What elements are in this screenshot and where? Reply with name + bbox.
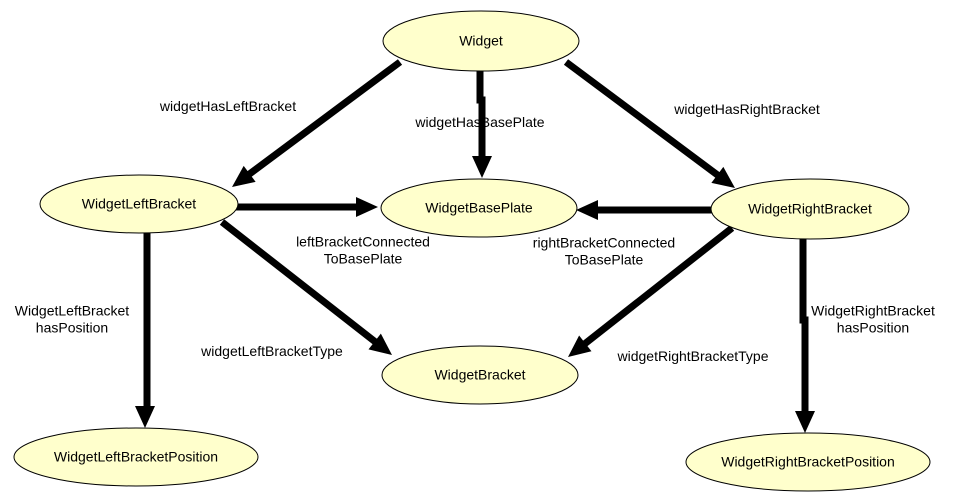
node-label: WidgetLeftBracket [82,196,196,212]
edge-label-line: rightBracketConnected [533,235,675,251]
edge-widget-right-bracket-has-position [795,239,815,433]
edge-label-line: leftBracketConnected [296,234,430,250]
edge-label-widget-has-left-bracket: widgetHasLeftBracket [159,98,296,114]
edge-label-line: hasPosition [36,320,108,336]
node-label: WidgetRightBracket [748,201,872,217]
arrowhead [711,166,735,188]
edge-line [245,59,403,178]
node-widget-left-bracket: WidgetLeftBracket [39,174,239,234]
edge-line [581,225,735,348]
edge-line [563,59,722,179]
arrowhead [568,335,592,357]
edge-label-line: widgetHasLeftBracket [159,98,296,114]
arrowhead [795,411,815,433]
edge-widget-has-base-plate [472,71,492,178]
node-ellipse [710,178,910,240]
edge-label-line: hasPosition [837,320,909,336]
edge-label-line: WidgetRightBracket [811,303,935,319]
edge-label-line: widgetHasBasePlate [414,114,544,130]
edge-label-line: WidgetLeftBracket [15,303,129,319]
edge-label-widget-has-right-bracket: widgetHasRightBracket [673,101,820,117]
node-ellipse [382,10,580,72]
node-ellipse [39,174,239,234]
edge-widget-left-bracket-type [219,219,392,355]
edge-label-widget-left-bracket-type: widgetLeftBracketType [200,343,343,359]
edge-label-line: ToBasePlate [324,251,403,267]
node-widget-bracket: WidgetBracket [381,345,579,405]
edge-widget-has-right-bracket [563,59,735,188]
edge-line [799,239,809,413]
edges-layer [135,59,815,433]
edge-right-bracket-connected-to-base-plate [576,200,712,220]
edge-line [143,233,151,412]
edge-label-widget-has-base-plate: widgetHasBasePlate [414,114,544,130]
edge-line [476,71,486,158]
node-widget: Widget [382,10,580,72]
node-ellipse [381,345,579,405]
edge-widget-left-bracket-has-position [135,233,155,428]
arrowhead [368,333,392,355]
arrowhead [472,156,492,178]
node-widget-base-plate: WidgetBasePlate [380,178,578,238]
edge-label-line: widgetHasRightBracket [673,101,820,117]
arrowhead [356,197,378,217]
node-widget-right-bracket-position: WidgetRightBracketPosition [685,432,931,492]
node-ellipse [685,432,931,492]
edge-widget-right-bracket-type [568,225,735,357]
edge-label-line: ToBasePlate [565,252,644,268]
node-widget-right-bracket: WidgetRightBracket [710,178,910,240]
node-ellipse [13,427,259,487]
edge-label-widget-right-bracket-type: widgetRightBracketType [617,348,769,364]
node-label: WidgetLeftBracketPosition [54,449,218,465]
node-widget-left-bracket-position: WidgetLeftBracketPosition [13,427,259,487]
arrowhead [232,165,256,187]
edge-label-line: widgetRightBracketType [617,348,769,364]
edge-left-bracket-connected-to-base-plate [236,197,378,217]
node-label: WidgetBasePlate [425,200,533,216]
arrowhead [576,200,598,220]
arrowhead [135,406,155,428]
node-label: WidgetBracket [434,367,525,383]
edge-label-line: widgetLeftBracketType [200,343,343,359]
node-ellipse [380,178,578,238]
node-label: Widget [459,33,503,49]
edge-line [219,219,379,346]
edge-labels-layer: widgetHasLeftBracket widgetHasBasePlate wi… [15,98,935,364]
edge-widget-has-left-bracket [232,59,403,187]
node-label: WidgetRightBracketPosition [721,454,895,470]
